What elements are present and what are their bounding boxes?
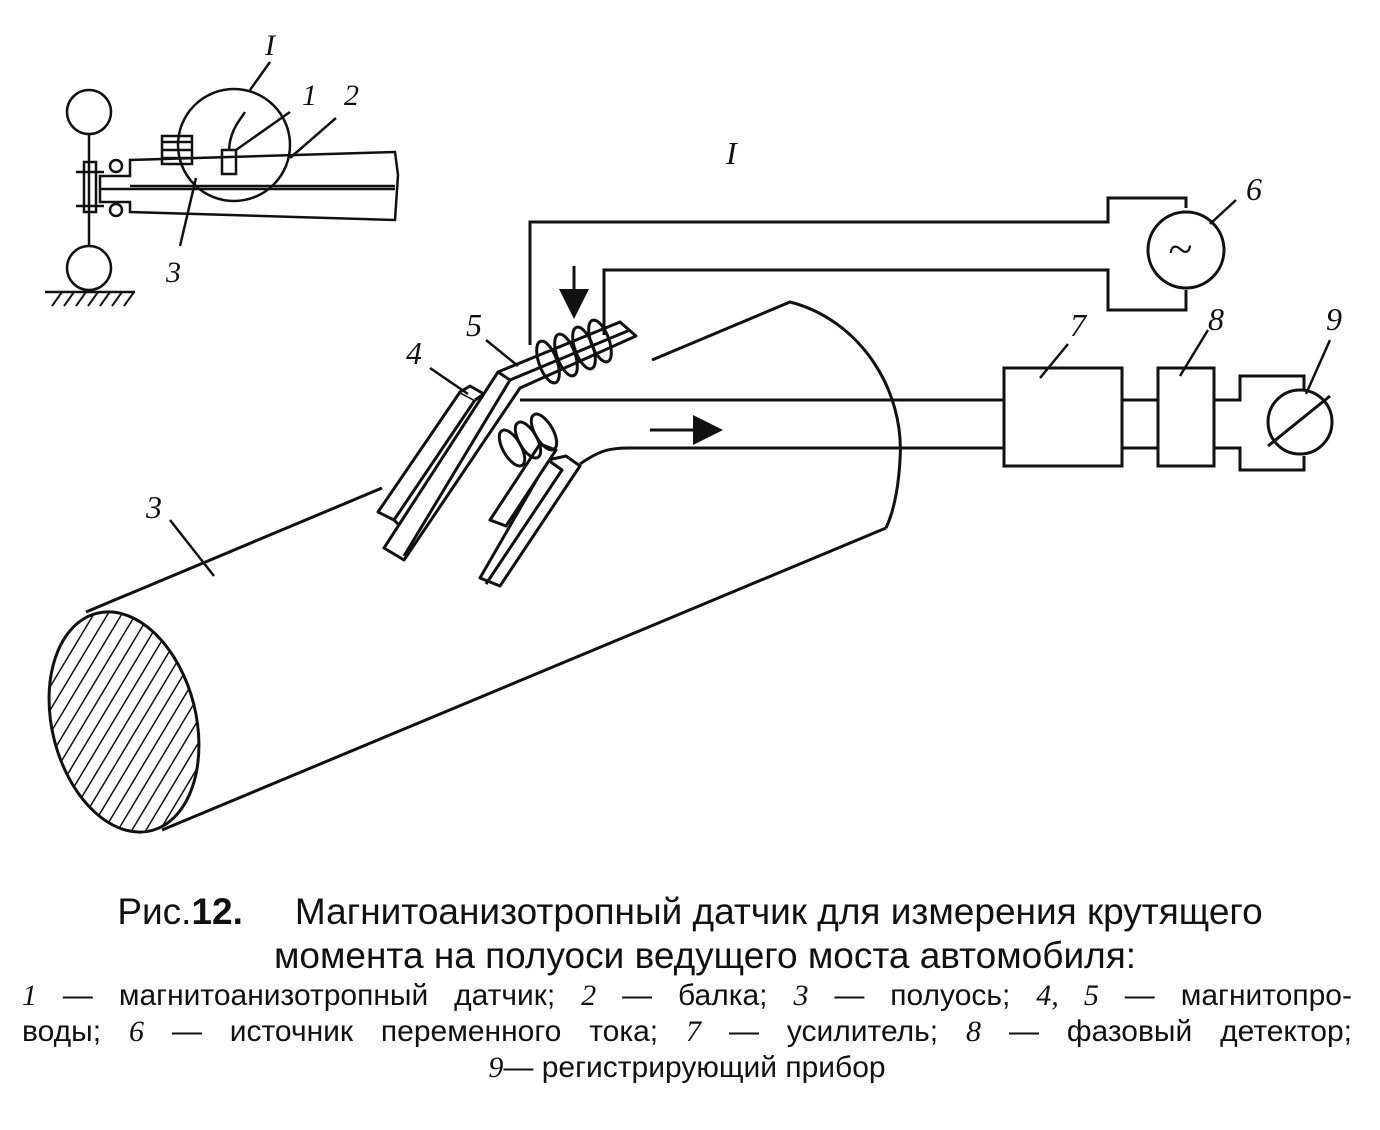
label-main-I: I [725, 135, 738, 171]
legend-line-2: воды; 6 — источник переменного тока; 7 —… [0, 1014, 1380, 1050]
measurement-chain [1002, 366, 1334, 472]
inset-sensor [220, 148, 238, 176]
figure-prefix: Рис. [117, 891, 192, 932]
figure-caption: Рис.12. Магнитоанизотропный датчик для из… [0, 890, 1380, 1086]
inset-wheel-top [65, 88, 113, 136]
label-5: 5 [466, 307, 482, 343]
legend-line-3: 9— регистрирующий прибор [0, 1050, 1380, 1086]
leader-lines [169, 199, 1332, 577]
label-8: 8 [1208, 301, 1224, 337]
legend-line-1: 1 — магнитоанизотропный датчик; 2 — балк… [0, 978, 1380, 1014]
caption-title-line2: момента на полуоси ведущего моста автомо… [273, 935, 1137, 976]
legend-text: — полуось; [808, 979, 1037, 1012]
inset-label-3: 3 [165, 256, 181, 289]
legend-text: — регистрирующий прибор [503, 1051, 886, 1084]
legend-text: воды; [22, 1015, 129, 1048]
ac-source-symbol: ~ [1168, 225, 1192, 274]
excitation-circuit [528, 196, 1226, 345]
half-axle-shaft [47, 300, 902, 834]
label-9: 9 [1326, 301, 1342, 337]
diagram-figure: I 1 2 3 [45, 29, 1342, 834]
legend-num: 3 [793, 979, 809, 1012]
coil-upper [535, 318, 613, 385]
coil-lower [497, 412, 559, 468]
phase-detector-8 [1156, 366, 1216, 468]
inset-label-I: I [264, 29, 277, 62]
legend-text: — источник переменного тока; [143, 1015, 687, 1048]
label-6: 6 [1246, 171, 1262, 207]
figure-number-value: 12. [191, 891, 243, 932]
caption-title-text1: Магнитоанизотропный датчик для измерения… [294, 891, 1263, 932]
inset-detail-circle [176, 87, 292, 203]
caption-title-line1: Рис.12. Магнитоанизотропный датчик для из… [0, 890, 1380, 934]
shaft-cross-section [47, 610, 201, 834]
inset-label-2: 2 [344, 79, 359, 112]
legend-num: 7 [686, 1015, 702, 1048]
legend-text: — балка; [596, 979, 794, 1012]
legend-text: — усилитель; [701, 1015, 967, 1048]
legend-text: — магнитопро- [1098, 979, 1352, 1012]
inset-axle-sketch [45, 61, 400, 307]
inset-beam [98, 150, 400, 222]
legend-num: 6 [128, 1015, 144, 1048]
legend-num: 9 [488, 1051, 504, 1084]
amplifier-7 [1002, 366, 1124, 468]
label-4: 4 [406, 335, 422, 371]
magnetic-cores [376, 318, 1004, 588]
label-3: 3 [145, 489, 162, 525]
inset-wheel-bottom [65, 244, 113, 292]
legend-num: 8 [966, 1015, 982, 1048]
figure-number: Рис.12. [117, 891, 243, 932]
inset-label-1: 1 [302, 79, 317, 112]
legend-num: 2 [581, 979, 597, 1012]
legend-text: — магнитоанизотропный датчик; [37, 979, 582, 1012]
legend-num: 1 [22, 979, 37, 1012]
label-7: 7 [1070, 307, 1088, 343]
legend-num: 4, 5 [1036, 979, 1099, 1012]
legend-text: — фазовый детектор; [981, 1015, 1352, 1048]
ac-source-6 [1146, 210, 1226, 290]
